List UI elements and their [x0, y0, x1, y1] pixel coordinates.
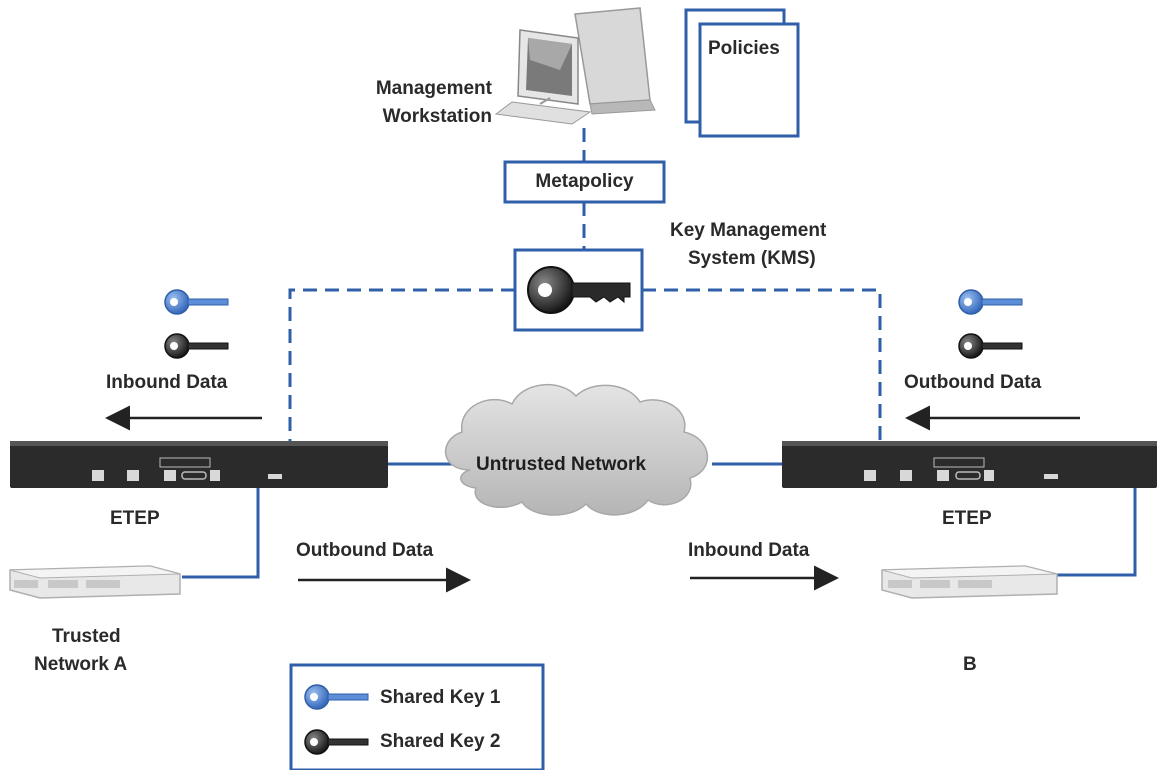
left-black-key-icon [164, 333, 229, 359]
right-blue-key-icon [958, 289, 1023, 315]
metapolicy-box [503, 160, 666, 204]
bottom-inbound-data-label: Inbound Data [688, 540, 810, 561]
metapolicy-label: Metapolicy [535, 171, 634, 192]
trusted-network-label-line1: Trusted [52, 626, 121, 647]
management-workstation-icon [494, 7, 656, 125]
kms-right-etep-link [642, 288, 882, 445]
kms-box [513, 248, 644, 332]
legend-item-shared-key-1: Shared Key 1 [380, 687, 501, 708]
right-etep-switch-link [1057, 488, 1137, 577]
right-network-switch-icon [881, 565, 1058, 599]
left-network-switch-icon [9, 565, 181, 599]
bottom-outbound-data-label: Outbound Data [296, 540, 434, 561]
kms-key-icon [527, 266, 631, 314]
untrusted-network-label: Untrusted Network [476, 454, 646, 475]
left-etep-switch-link [182, 488, 260, 579]
left-inbound-data-label: Inbound Data [106, 372, 228, 393]
right-etep-device [782, 441, 1157, 488]
policies-label: Policies [708, 38, 780, 59]
untrusted-network-cloud [445, 383, 708, 516]
legend-box [289, 663, 545, 770]
left-etep-device [10, 441, 388, 488]
trusted-network-label-line2: Network A [34, 654, 128, 675]
left-etep-label: ETEP [110, 508, 160, 529]
right-outbound-data-label: Outbound Data [904, 372, 1042, 393]
kms-label-line2: System (KMS) [688, 248, 816, 269]
network-b-label: B [963, 654, 977, 675]
policies-documents-icon [684, 8, 800, 138]
left-blue-key-icon [164, 289, 229, 315]
kms-label-line1: Key Management [670, 220, 827, 241]
right-etep-label: ETEP [942, 508, 992, 529]
network-links [182, 462, 1137, 579]
management-workstation-label-line2: Workstation [382, 106, 492, 127]
management-workstation-label-line1: Management [375, 78, 492, 99]
kms-left-etep-link [288, 288, 515, 445]
right-black-key-icon [958, 333, 1023, 359]
legend-item-shared-key-2: Shared Key 2 [380, 731, 501, 752]
kms-dashed-links [288, 128, 882, 445]
